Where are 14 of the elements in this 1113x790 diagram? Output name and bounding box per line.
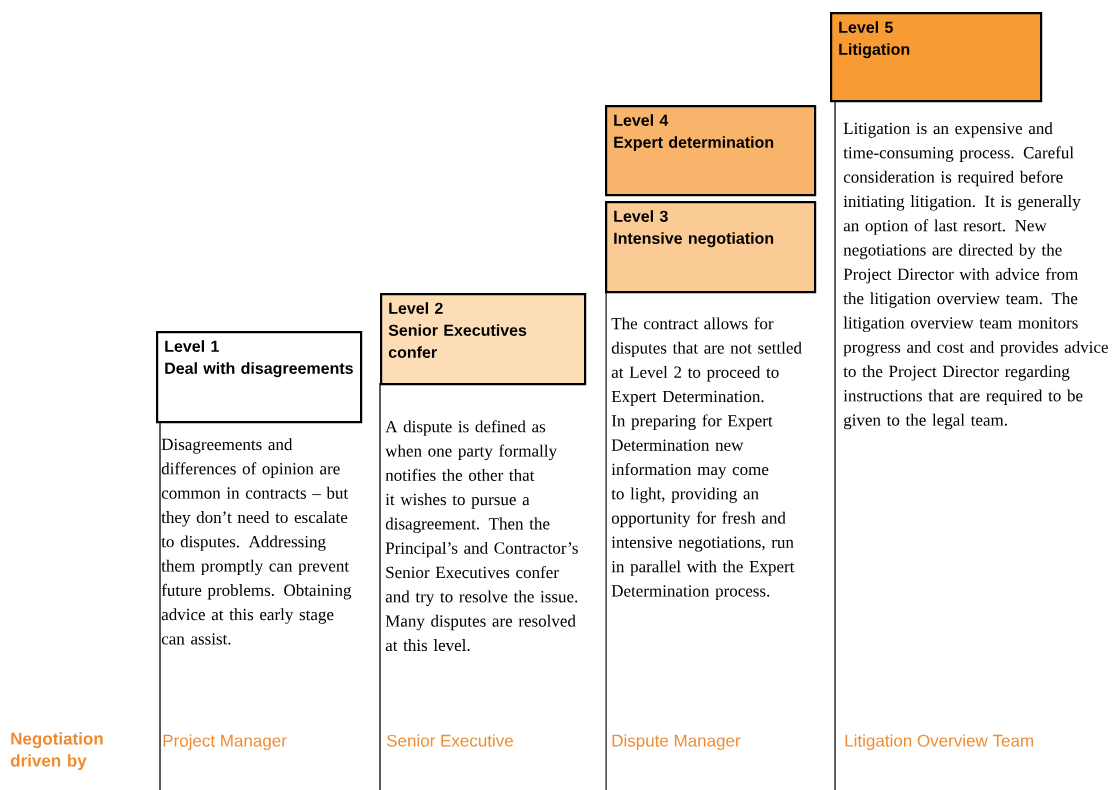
description-text: A dispute is defined as when one party formally notifies the other that it wishes to pursue a disagreement. Then the Principal’s and Contractor’s Senior Executives confer and try to resolve the issue. Many disputes are resolved at this level. [385,420,578,652]
role-label: Litigation Overview Team [845,734,1033,751]
role-label: Dispute Manager [612,734,741,751]
level-box: Level 1 Deal with disagreements [156,331,363,424]
description-text: Litigation is an expensive and time-consuming process. Careful consideration is required before initiating litigation. It is generally an option of last resort. New negotiations are directed by the Project Director with advice from the litigation overview team. The litigation overview team monitors progress and cost and provides advice to the Project Director regarding instructions that are required to be given to the legal team. [843,122,1108,430]
row-heading: Negotiation driven by [10,732,103,771]
role-label: Project Manager [163,734,287,751]
description-text: The contract allows for disputes that are not settled at Level 2 to proceed to Expert Determination. In preparing for Expert Determination new information may come to light, providing an opportunity for fresh and intensive negotiations, run in parallel with the Expert Determination process. [611,317,802,601]
level-box: Level 2 Senior Executives confer [380,293,587,386]
role-label: Senior Executive [386,734,513,747]
level-box: Level 3 Intensive negotiation [605,201,817,294]
level-box: Level 4 Expert determination [605,105,817,197]
description-text: Disagreements and differences of opinion are common in contracts – but they don’t need to escalate to disputes. Addressing them promptly can prevent future problems. Obtaining advice at this early stage can assist. [161,438,352,645]
level-box: Level 5 Litigation [830,12,1043,103]
